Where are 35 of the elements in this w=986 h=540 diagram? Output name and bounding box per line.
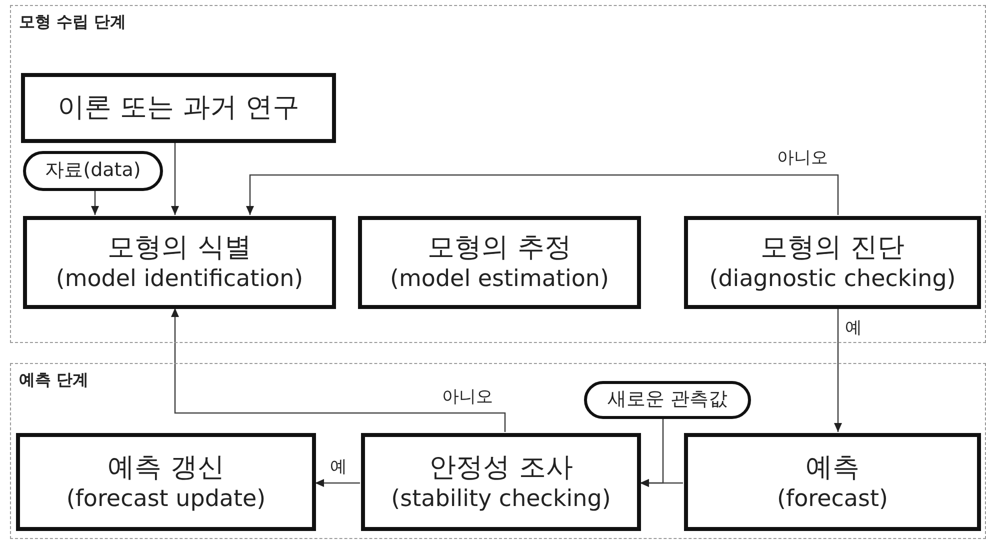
- stage-region: [10, 363, 986, 539]
- node-title: 자료(data): [45, 159, 141, 183]
- node-subtitle: (forecast): [777, 484, 888, 514]
- stage-region: [10, 5, 986, 343]
- arrow: [246, 174, 839, 215]
- node-title: 예측: [806, 450, 860, 484]
- process-box: [684, 216, 981, 309]
- arrow: [834, 308, 842, 432]
- node-title: 예측 갱신: [108, 450, 224, 484]
- process-box: [21, 73, 336, 143]
- input-terminal: [584, 381, 751, 419]
- stage-heading: 모형 수립 단계: [19, 12, 126, 33]
- process-box: [16, 433, 316, 531]
- stage-heading: 예측 단계: [19, 370, 89, 391]
- process-box: [684, 433, 981, 531]
- process-box: [358, 216, 641, 309]
- arrow: [171, 142, 179, 215]
- node-subtitle: (diagnostic checking): [709, 265, 956, 294]
- node-subtitle: (stability checking): [391, 484, 611, 514]
- node-title: 모형의 식별: [108, 231, 252, 265]
- input-terminal: [23, 151, 163, 191]
- node-title: 모형의 진단: [760, 231, 904, 265]
- arrow: [91, 190, 99, 215]
- node-title: 모형의 추정: [428, 231, 572, 265]
- arrow: [171, 308, 506, 432]
- arrow: [640, 418, 664, 487]
- process-box: [361, 433, 641, 531]
- node-title: 안정성 조사: [429, 450, 573, 484]
- node-title: 이론 또는 과거 연구: [58, 91, 300, 125]
- node-title: 새로운 관측값: [607, 388, 728, 412]
- node-subtitle: (forecast update): [66, 484, 266, 514]
- node-subtitle: (model estimation): [390, 265, 609, 294]
- node-subtitle: (model identification): [56, 265, 304, 294]
- arrow: [315, 479, 360, 487]
- process-box: [23, 216, 336, 309]
